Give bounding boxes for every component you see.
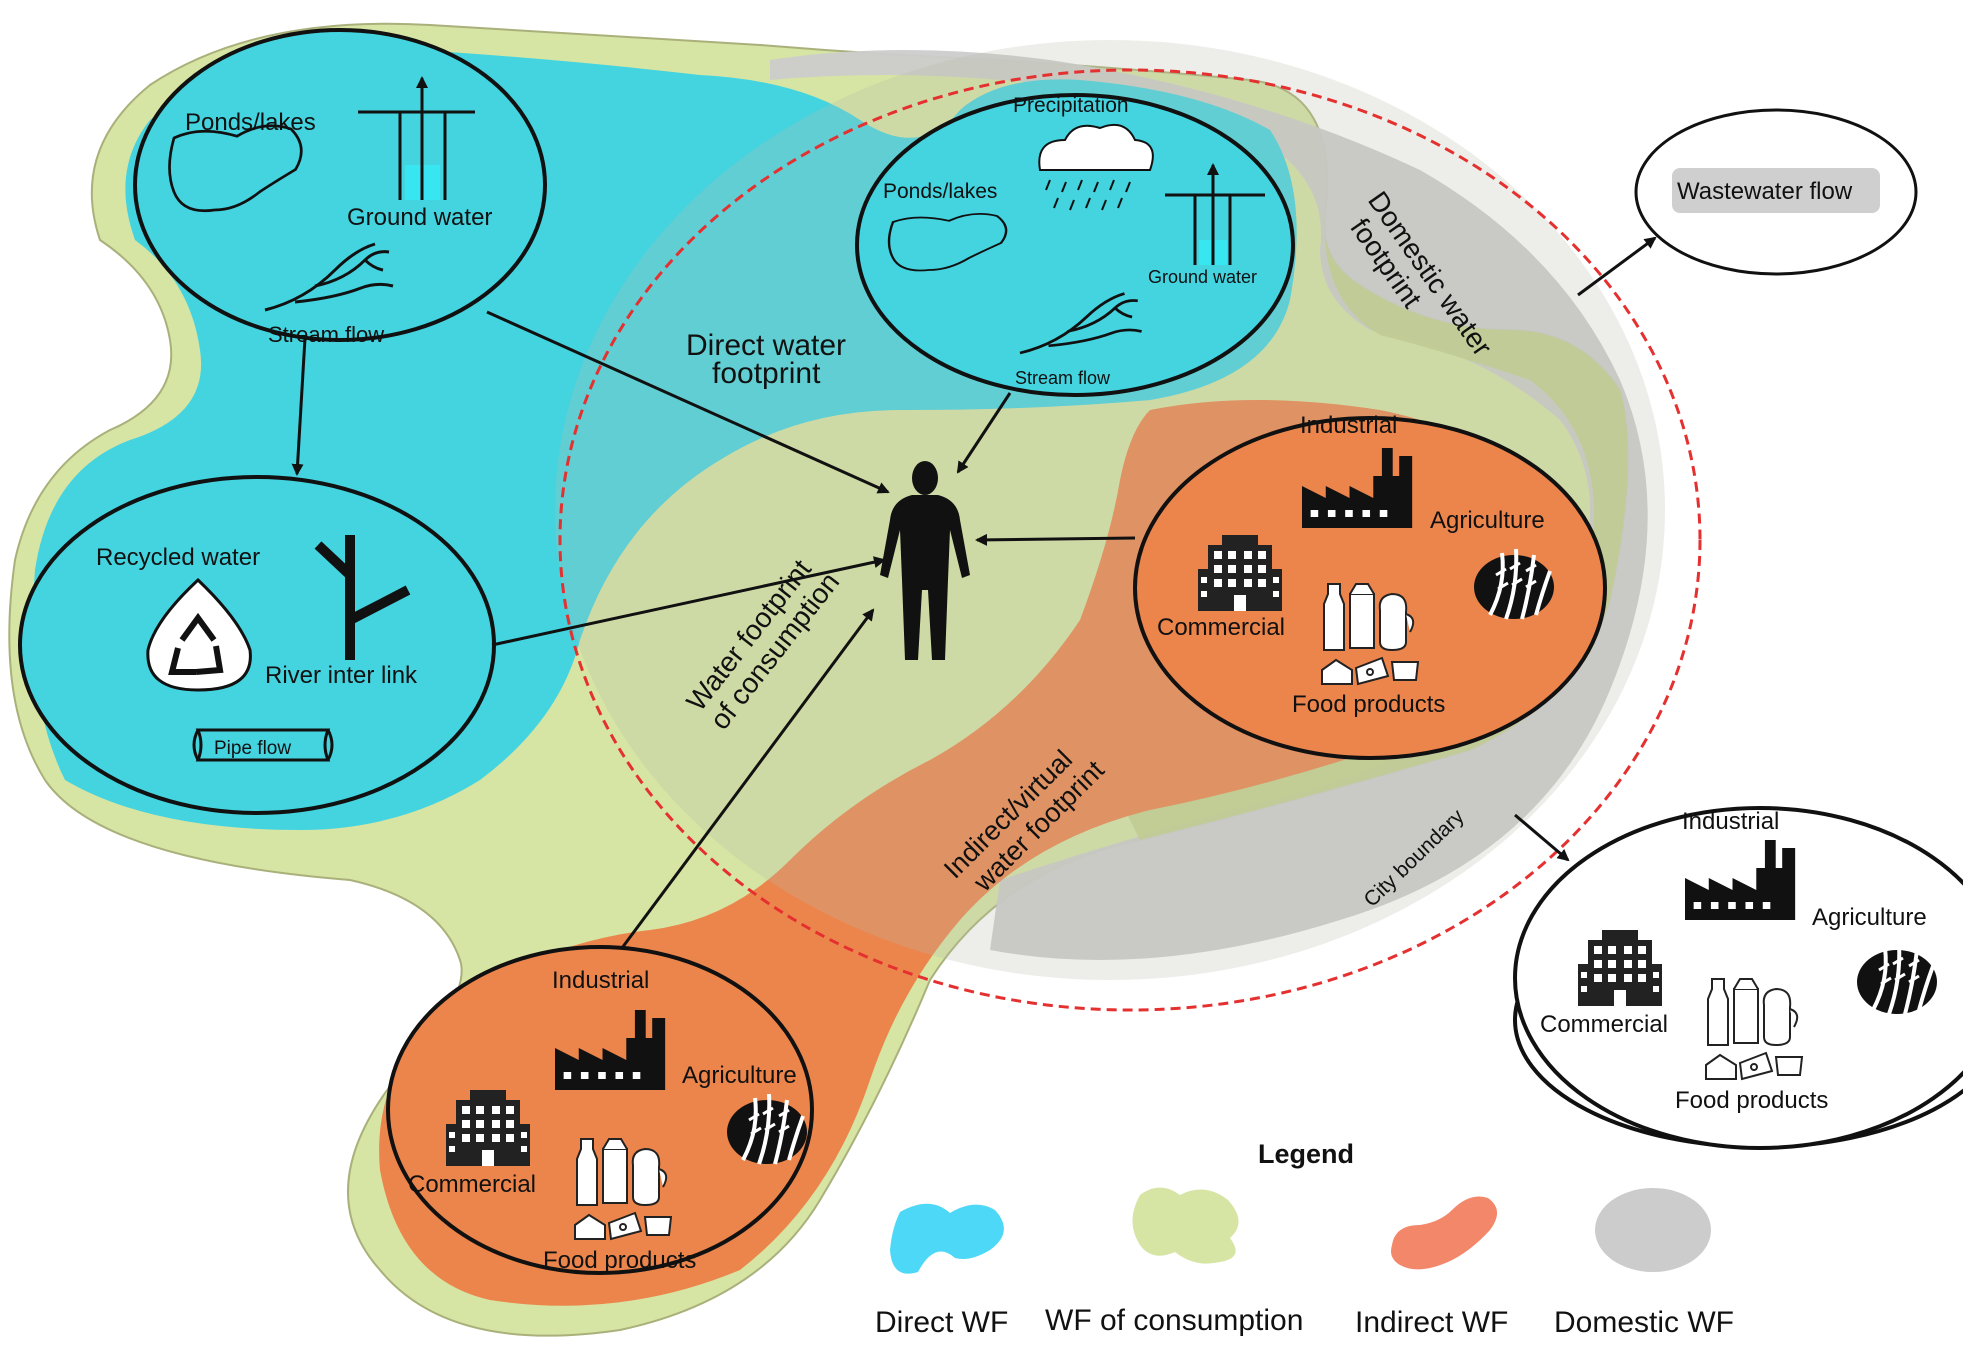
- direct-label-line2: footprint: [712, 357, 821, 390]
- outer-food-label: Food products: [1675, 1087, 1828, 1114]
- source1-ponds-label: Ponds/lakes: [185, 109, 316, 136]
- legend-indirect-label: Indirect WF: [1355, 1306, 1508, 1339]
- pipe-icon: [192, 728, 334, 762]
- source1-stream-label: Stream flow: [268, 322, 384, 347]
- domestic-region: [770, 50, 1648, 960]
- source-ellipse-2: Precipitation Ponds/lakes Ground water S…: [855, 93, 1295, 397]
- legend-swatch-indirect: [1391, 1196, 1498, 1270]
- arrow-source1-to-person: [486, 310, 890, 494]
- legend-direct-label: Direct WF: [875, 1306, 1008, 1339]
- outer-industrial-label: Industrial: [1682, 808, 1779, 835]
- bottom-food-label: Food products: [543, 1247, 696, 1274]
- inner-food-label: Food products: [1292, 691, 1445, 718]
- legend: Legend Direct WF WF of consumption Indir…: [875, 1139, 1734, 1339]
- arrow-inner-to-person: [975, 533, 1136, 546]
- inner-commercial-label: Commercial: [1157, 614, 1285, 641]
- legend-swatch-direct: [890, 1203, 1004, 1274]
- bottom-industrial-label: Industrial: [552, 967, 649, 994]
- source2-precip-label: Precipitation: [1013, 94, 1129, 117]
- legend-domestic-label: Domestic WF: [1554, 1306, 1734, 1339]
- legend-consumption-label: WF of consumption: [1045, 1304, 1303, 1337]
- source3-pipe-label: Pipe flow: [214, 738, 291, 759]
- ground-water-well-icon: [1165, 163, 1265, 265]
- person-silhouette-icon: [880, 461, 970, 660]
- legend-swatch-domestic: [1595, 1188, 1711, 1272]
- arrow-city-to-wastewater: [1577, 236, 1657, 297]
- direct-label-line1: Direct water: [686, 329, 846, 362]
- inner-agriculture-label: Agriculture: [1430, 507, 1545, 534]
- sector-ellipse-inner: Industrial Agriculture Commercial Food p…: [1133, 412, 1607, 760]
- office-building-icon: [446, 1090, 530, 1166]
- office-building-icon: [1198, 535, 1282, 611]
- recycle-droplet-icon: [146, 577, 252, 692]
- arrow-source2-to-person: [956, 392, 1012, 474]
- arrow-city-to-outer: [1514, 813, 1570, 862]
- flow-arrows: [291, 236, 1657, 949]
- arrow-bottom-to-person: [620, 608, 875, 949]
- outer-commercial-label: Commercial: [1540, 1011, 1668, 1038]
- arrow-source1-to-source3: [291, 337, 307, 476]
- legend-swatch-consumption: [1132, 1187, 1239, 1264]
- source-ellipse-1: Ponds/lakes Ground water Stream flow: [133, 28, 547, 347]
- sector-ellipse-bottom: Industrial Agriculture Commercial Food p…: [386, 945, 814, 1275]
- source2-ground-label: Ground water: [1148, 267, 1257, 287]
- office-building-icon: [1578, 930, 1662, 1006]
- food-products-icon: [574, 1138, 672, 1240]
- source3-recycled-label: Recycled water: [96, 544, 260, 571]
- arrow-source3-to-person: [491, 556, 886, 647]
- inner-industrial-label: Industrial: [1300, 412, 1397, 439]
- food-products-icon: [1705, 978, 1803, 1080]
- source2-stream-label: Stream flow: [1015, 368, 1111, 388]
- outer-agriculture-label: Agriculture: [1812, 904, 1927, 931]
- legend-title: Legend: [1258, 1139, 1354, 1169]
- food-products-icon: [1321, 583, 1419, 685]
- source3-river-label: River inter link: [265, 662, 418, 689]
- bottom-agriculture-label: Agriculture: [682, 1062, 797, 1089]
- wastewater-label: Wastewater flow: [1677, 178, 1853, 205]
- rain-cloud-icon: [1038, 124, 1154, 211]
- bottom-commercial-label: Commercial: [408, 1171, 536, 1198]
- sector-ellipse-outer: Industrial Agriculture Commercial Food p…: [1513, 806, 1963, 1150]
- wastewater-ellipse: Wastewater flow: [1634, 108, 1918, 276]
- source2-ponds-label: Ponds/lakes: [883, 180, 997, 203]
- source-ellipse-3: Recycled water River inter link Pipe flo…: [18, 475, 496, 815]
- city-boundary: [558, 68, 1702, 1012]
- source1-ground-label: Ground water: [347, 204, 492, 231]
- ground-water-well-icon: [358, 76, 475, 200]
- river-interlink-icon: [314, 535, 411, 660]
